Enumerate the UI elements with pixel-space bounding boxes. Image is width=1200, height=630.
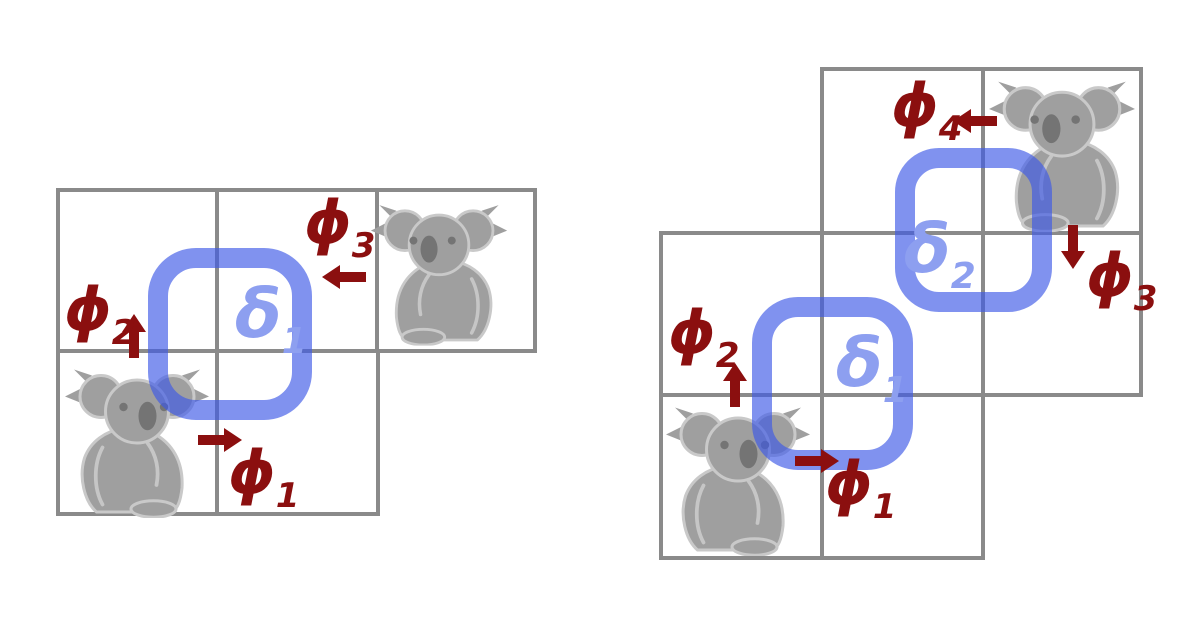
grid-cell xyxy=(375,188,537,353)
loop-delta1-left xyxy=(148,248,312,420)
grid-cell xyxy=(981,231,1143,397)
phi-base: ϕ xyxy=(1086,241,1134,311)
loop-delta1-left-label: δ1 xyxy=(235,275,307,362)
phi-sub: 2 xyxy=(716,336,740,376)
left-figure: δ1 ϕ1 ϕ2 ϕ3 xyxy=(56,188,537,518)
phi-base: ϕ xyxy=(64,275,112,345)
phi-sub: 1 xyxy=(873,487,897,527)
phi-base: ϕ xyxy=(228,438,276,508)
label-phi3: ϕ3 xyxy=(1086,241,1157,319)
arrow-right-icon xyxy=(795,449,839,473)
arrow-right-icon xyxy=(198,428,242,452)
phi-sub: 1 xyxy=(276,476,300,516)
delta-base: δ xyxy=(904,210,951,289)
arrow-left-icon xyxy=(953,109,997,133)
phi-sub: 2 xyxy=(112,313,136,353)
phi-base: ϕ xyxy=(668,298,716,368)
label-phi1: ϕ1 xyxy=(228,438,299,516)
arrow-left-icon xyxy=(322,265,366,289)
arrow-up-icon xyxy=(723,363,747,407)
phi-base: ϕ xyxy=(825,449,873,519)
phi-sub: 3 xyxy=(352,226,376,266)
delta-sub: 1 xyxy=(883,370,908,411)
label-phi4: ϕ4 xyxy=(891,71,962,149)
phi-base: ϕ xyxy=(891,71,939,141)
phi-sub: 4 xyxy=(938,109,963,149)
phi-base: ϕ xyxy=(304,188,352,258)
right-figure: δ1 δ2 ϕ1 ϕ2 ϕ3 ϕ4 xyxy=(659,67,1157,560)
arrow-up-icon xyxy=(122,314,146,358)
arrow-down-icon xyxy=(1061,225,1085,269)
koala-icon xyxy=(63,367,211,518)
phi-sub: 3 xyxy=(1134,279,1158,319)
koala-icon xyxy=(369,203,509,346)
delta-sub: 2 xyxy=(951,256,976,297)
label-phi1: ϕ1 xyxy=(825,449,896,527)
delta-sub: 1 xyxy=(282,321,307,362)
label-phi3: ϕ3 xyxy=(304,188,375,266)
loop-delta2-right-label: δ2 xyxy=(904,210,976,297)
delta-base: δ xyxy=(235,275,282,354)
loop-delta2-right xyxy=(895,148,1052,312)
koala-icon xyxy=(664,405,812,556)
delta-base: δ xyxy=(836,324,883,403)
label-phi2: ϕ2 xyxy=(668,298,739,376)
loop-delta1-right-label: δ1 xyxy=(836,324,908,411)
label-phi2: ϕ2 xyxy=(64,275,135,353)
